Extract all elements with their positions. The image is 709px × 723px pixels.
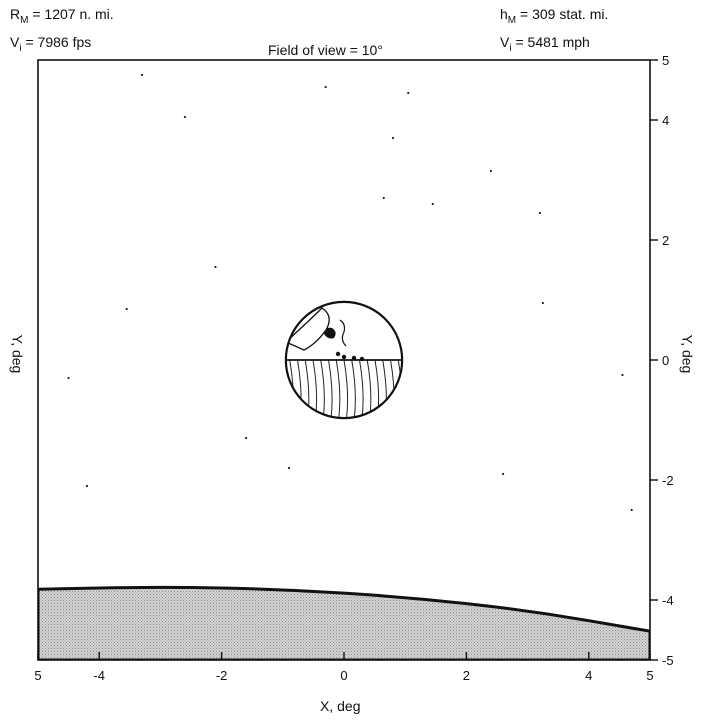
y-tick-label: 4 bbox=[662, 113, 669, 128]
star-point bbox=[85, 484, 89, 488]
star-point bbox=[502, 472, 505, 476]
x-tick-label: 4 bbox=[585, 668, 592, 683]
island-mark bbox=[341, 354, 347, 360]
star-point bbox=[67, 376, 70, 380]
star-point bbox=[244, 436, 248, 440]
landmass-outline bbox=[285, 307, 330, 351]
y-tick-label: -5 bbox=[662, 653, 674, 668]
star-point bbox=[125, 307, 128, 311]
x-tick-label: 5 bbox=[646, 668, 653, 683]
param-range: RM = 1207 n. mi. bbox=[10, 6, 114, 26]
island-mark bbox=[324, 327, 336, 339]
horizon-region bbox=[38, 585, 650, 660]
star-point bbox=[183, 115, 186, 119]
stars-layer bbox=[67, 73, 633, 512]
star-point bbox=[630, 508, 633, 512]
star-point bbox=[324, 85, 327, 89]
hatch-line bbox=[406, 360, 410, 422]
param-velocity-fps: Vi = 7986 fps bbox=[10, 34, 92, 54]
param-altitude: hM = 309 stat. mi. bbox=[500, 6, 609, 26]
star-point bbox=[407, 91, 410, 95]
x-axis-label: X, deg bbox=[320, 698, 361, 714]
earth-disk-outline bbox=[284, 300, 404, 420]
param-velocity-mph: Vi = 5481 mph bbox=[500, 34, 590, 54]
star-point bbox=[489, 169, 492, 173]
horizon-layer bbox=[38, 585, 650, 660]
x-tick-label: 0 bbox=[340, 668, 347, 683]
island-mark bbox=[351, 355, 357, 361]
y-tick-label: -4 bbox=[662, 593, 674, 608]
island-mark bbox=[335, 351, 341, 357]
star-point bbox=[391, 136, 395, 140]
y-tick-label: -2 bbox=[662, 473, 674, 488]
star-point bbox=[538, 211, 541, 215]
star-point bbox=[431, 202, 434, 206]
landmass-outlines bbox=[285, 307, 365, 362]
star-point bbox=[621, 373, 624, 377]
y-tick-label: 2 bbox=[662, 233, 669, 248]
star-point bbox=[140, 73, 144, 77]
star-point bbox=[541, 301, 545, 305]
x-tick-label: -2 bbox=[216, 668, 228, 683]
tick-layer: 5 -4 -2 0 2 4 5 5 4 2 0 -2 -4 -5 bbox=[34, 53, 673, 683]
x-tick-label: -4 bbox=[93, 668, 105, 683]
island-mark bbox=[359, 356, 365, 362]
x-tick-label: 2 bbox=[463, 668, 470, 683]
x-tick-label: 5 bbox=[34, 668, 41, 683]
chart-title: Field of view = 10° bbox=[268, 42, 383, 58]
star-point bbox=[287, 466, 291, 470]
landmass-outline bbox=[339, 319, 347, 347]
star-point bbox=[382, 196, 385, 200]
star-point bbox=[214, 265, 217, 269]
hatch-line bbox=[285, 359, 287, 419]
y-tick-label: 5 bbox=[662, 53, 669, 68]
y-tick-label: 0 bbox=[662, 353, 669, 368]
earth-disk bbox=[284, 300, 410, 422]
